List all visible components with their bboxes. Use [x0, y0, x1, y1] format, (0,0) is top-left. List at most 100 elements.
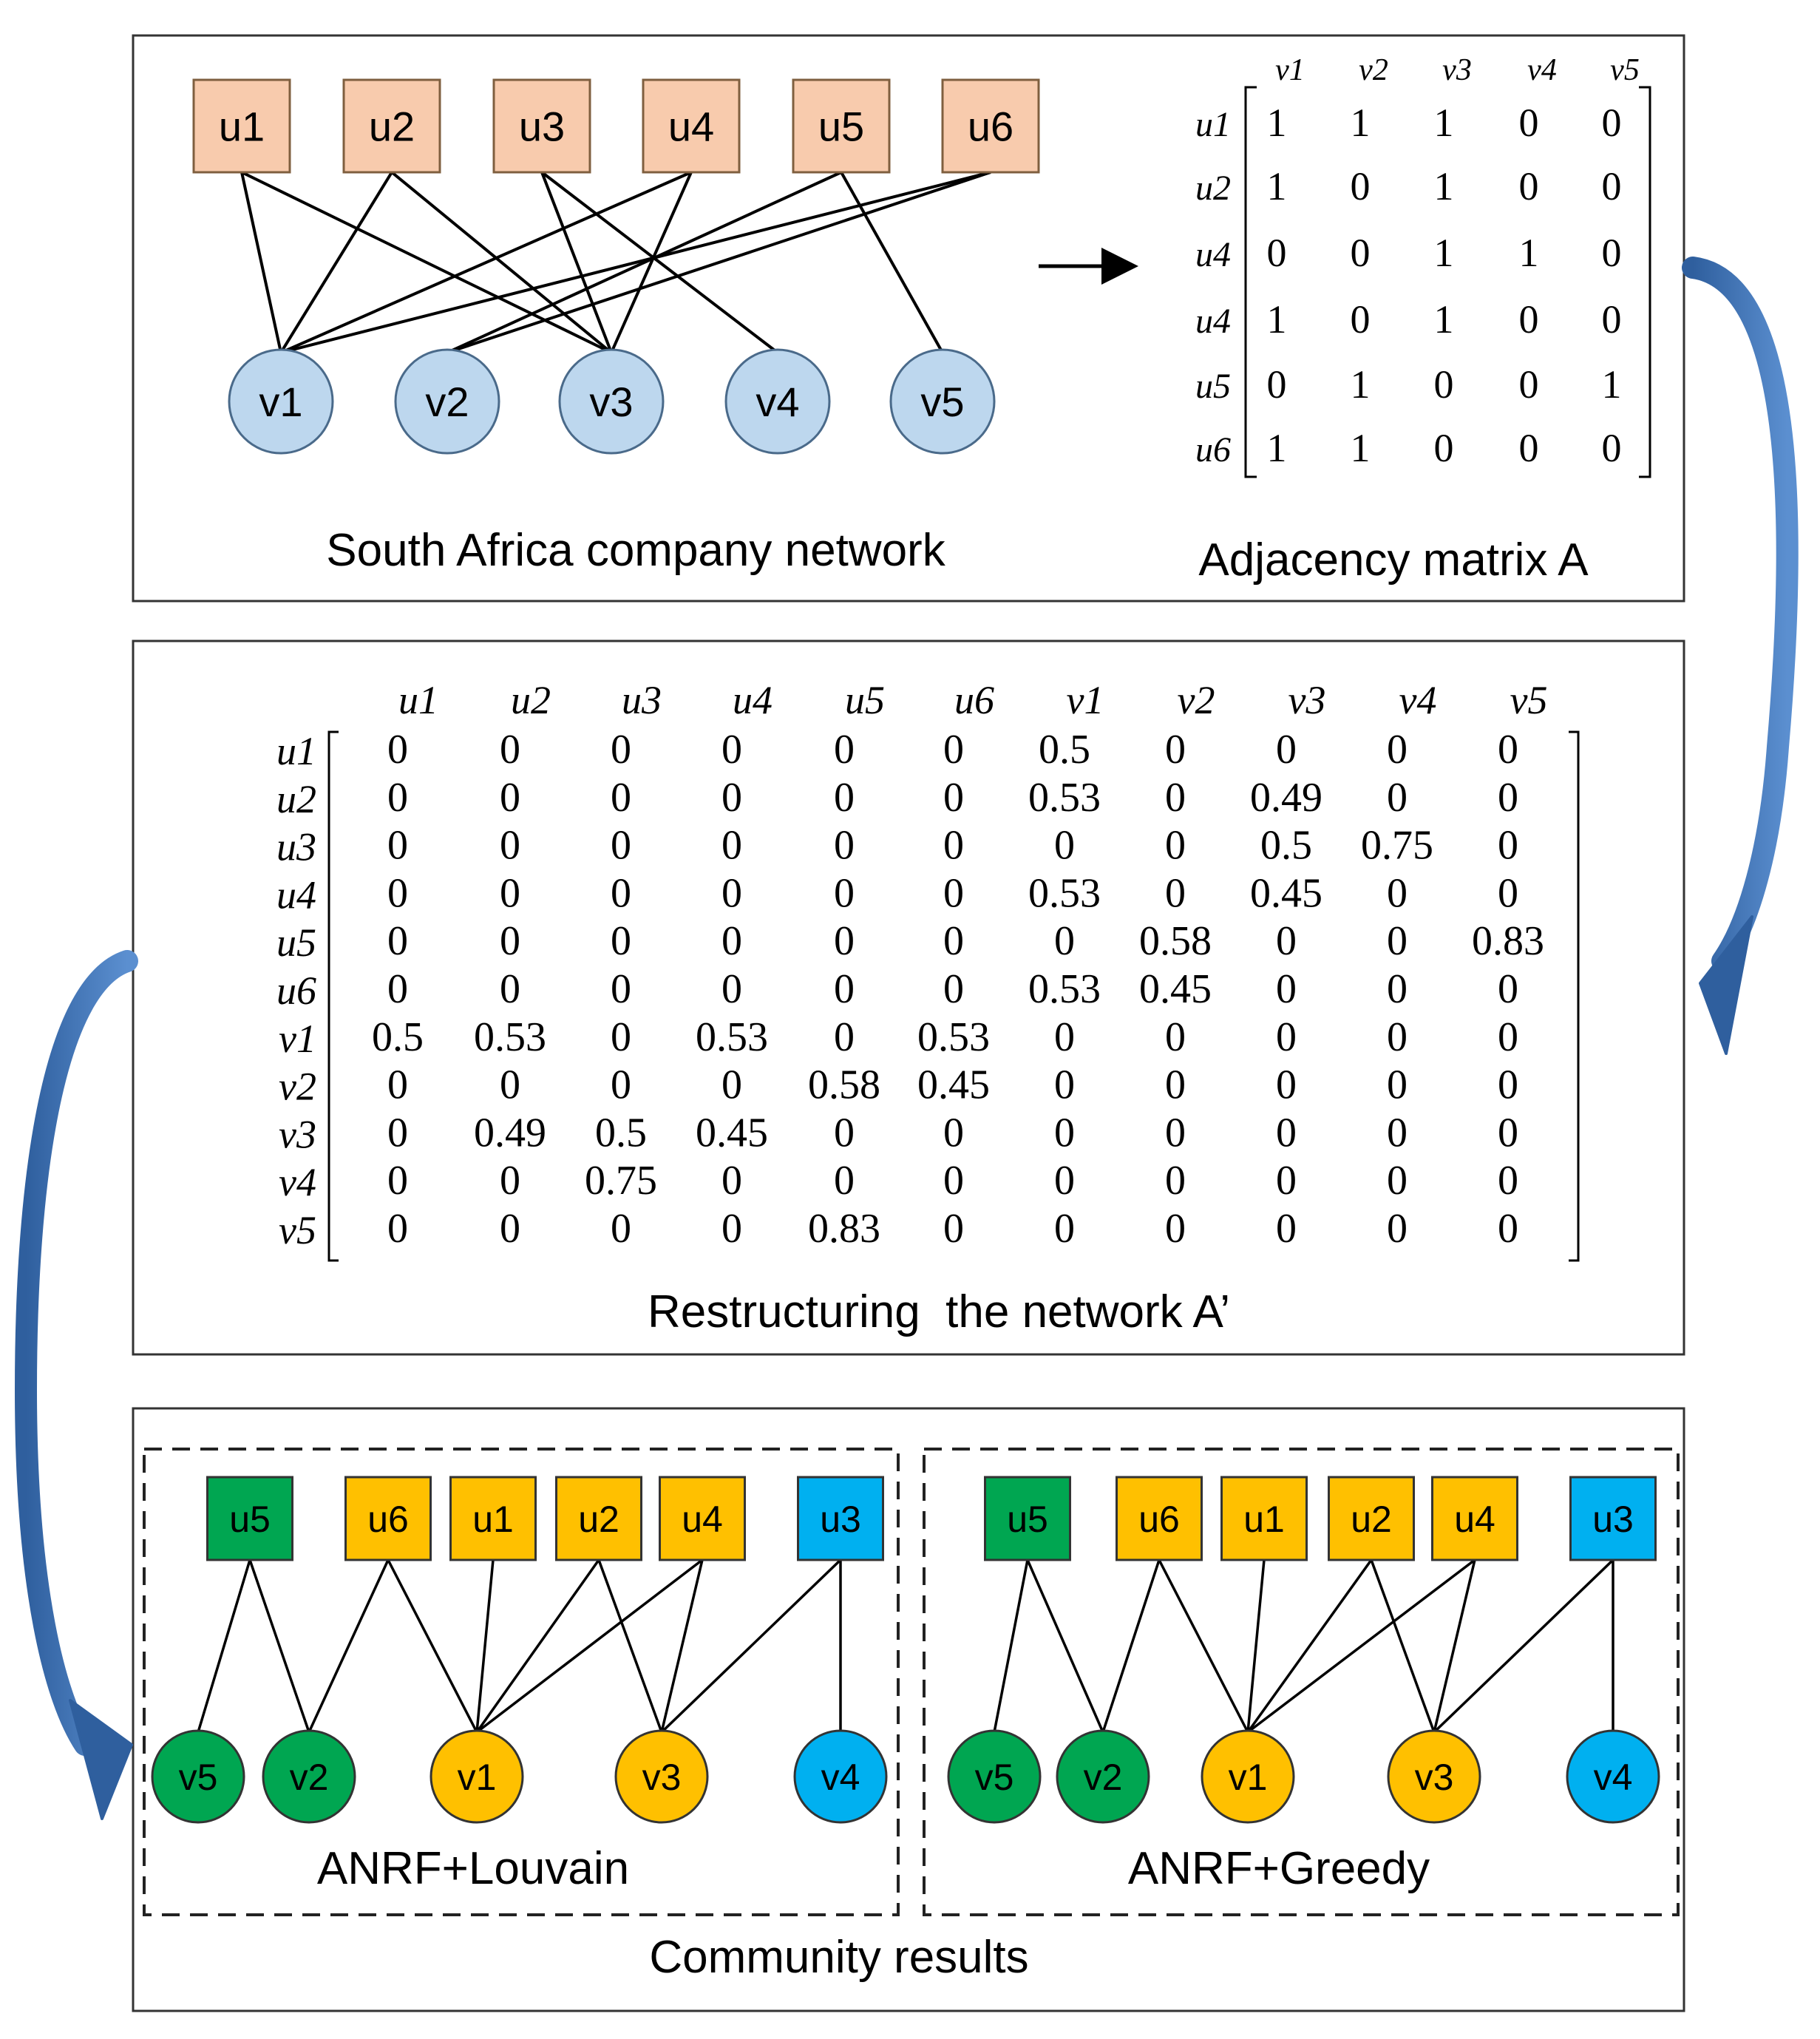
restructured-cell: 0.45 [1250, 870, 1322, 916]
restructured-cell: 0 [1276, 1062, 1297, 1108]
restructured-cell: 0.75 [585, 1158, 657, 1204]
restructured-cell: 0 [387, 1158, 408, 1204]
matrix-cell: 0 [1351, 297, 1371, 342]
restructured-cell: 0 [387, 918, 408, 964]
restructured-cell: 0 [834, 1110, 855, 1156]
matrix-cell: 0 [1602, 297, 1622, 342]
community-edge [660, 1558, 842, 1734]
community-edge [1158, 1559, 1249, 1733]
v-node-v4 [724, 348, 831, 455]
restructured-cell: 0 [1498, 775, 1518, 821]
community-edge [1246, 1558, 1476, 1734]
matrix-cell: 1 [1267, 297, 1287, 342]
community-edge [1246, 1559, 1266, 1733]
restructured-cell: 0 [1498, 1206, 1518, 1252]
community-title: Community results [649, 1932, 1028, 1983]
restructured-cell: 0 [1165, 1014, 1186, 1060]
restructured-row-label: v1 [279, 1017, 316, 1061]
community-u-node-u5 [206, 1476, 293, 1561]
restructured-col-label: u1 [398, 678, 438, 722]
matrix-cell: 1 [1351, 426, 1371, 470]
restructured-cell: 0 [500, 1158, 520, 1204]
greedy-box [923, 1448, 1680, 1916]
matrix-cell: 0 [1602, 426, 1622, 470]
community-u-label: u4 [682, 1499, 723, 1540]
community-u-label: u6 [1138, 1499, 1180, 1540]
matrix-cell: 1 [1434, 297, 1454, 342]
community-edge [475, 1559, 495, 1733]
restructured-cell: 0 [721, 1158, 742, 1204]
network-edge [840, 172, 944, 353]
community-v-label: v1 [458, 1757, 497, 1798]
restructured-cell: 0 [943, 966, 964, 1012]
community-u-node-u5 [984, 1476, 1071, 1561]
v-node-v5 [889, 348, 996, 455]
restructured-cell: 0 [500, 1206, 520, 1252]
u-node-u1 [192, 78, 291, 174]
restructured-cell: 0 [1387, 1110, 1408, 1156]
matrix-cell: 1 [1267, 101, 1287, 145]
restructured-cell: 0 [721, 1062, 742, 1108]
restructured-cell: 0 [500, 966, 520, 1012]
restructured-cell: 0 [1387, 1014, 1408, 1060]
community-u-node-u3 [1569, 1476, 1657, 1561]
restructured-cell: 0 [1498, 727, 1518, 773]
community-v-node-v1 [1201, 1729, 1295, 1824]
community-u-node-u4 [1431, 1476, 1518, 1561]
restructured-cell: 0 [721, 870, 742, 916]
restructured-col-label: v4 [1399, 678, 1437, 722]
restructured-cell: 0.5 [372, 1014, 424, 1060]
restructured-cell: 0.49 [474, 1110, 546, 1156]
matrix-cell: 0 [1519, 297, 1539, 342]
community-edge [1246, 1558, 1373, 1734]
u-node-label: u1 [219, 104, 265, 150]
restructured-row-label: v2 [279, 1065, 316, 1109]
restructured-cell: 0 [1165, 1062, 1186, 1108]
matrix-cell: 1 [1267, 426, 1287, 470]
restructured-row-label: u6 [276, 968, 316, 1013]
community-v-label: v4 [1594, 1757, 1633, 1798]
community-u-label: u3 [1592, 1499, 1634, 1540]
restructured-cell: 0 [1165, 1206, 1186, 1252]
restructured-cell: 0 [387, 870, 408, 916]
matrix-col-label: v3 [1442, 53, 1472, 87]
matrix-row-label: u1 [1195, 105, 1231, 144]
matrix-bracket-right [1639, 86, 1651, 478]
matrix-bracket-left [1244, 86, 1257, 478]
restructured-cell: 0 [721, 1206, 742, 1252]
network-edge [540, 172, 613, 353]
restructured-cell: 0.75 [1361, 823, 1433, 869]
restructured-col-label: v5 [1510, 678, 1548, 722]
restructured-cell: 0 [1276, 1206, 1297, 1252]
community-edge [597, 1559, 663, 1733]
restructured-cell: 0 [1387, 1062, 1408, 1108]
community-v-node-v2 [262, 1729, 356, 1824]
restructured-cell: 0 [834, 775, 855, 821]
louvain-label: ANRF+Louvain [317, 1843, 629, 1894]
restructured-cell: 0.45 [1139, 966, 1212, 1012]
restructured-cell: 0 [611, 1206, 631, 1252]
restructured-cell: 0 [1165, 775, 1186, 821]
panel-restructured [132, 639, 1685, 1356]
restructured-cell: 0.53 [696, 1014, 768, 1060]
restructured-cell: 0 [1387, 1206, 1408, 1252]
restructured-cell: 0.53 [474, 1014, 546, 1060]
v-node-label: v5 [920, 379, 964, 425]
restructured-cell: 0.58 [1139, 918, 1212, 964]
community-u-label: u1 [472, 1499, 514, 1540]
restructured-cell: 0.45 [696, 1110, 768, 1156]
restructured-cell: 0 [611, 966, 631, 1012]
matrix-col-label: v5 [1610, 53, 1640, 87]
restructured-cell: 0.53 [1028, 775, 1101, 821]
restructured-bracket-left [327, 730, 339, 1262]
community-u-node-u2 [1328, 1476, 1415, 1561]
restructured-cell: 0.49 [1250, 775, 1322, 821]
community-v-label: v1 [1229, 1757, 1268, 1798]
restructured-cell: 0 [1165, 1110, 1186, 1156]
matrix-row-label: u5 [1195, 367, 1231, 406]
restructured-cell: 0 [834, 966, 855, 1012]
restructured-cell: 0 [387, 775, 408, 821]
